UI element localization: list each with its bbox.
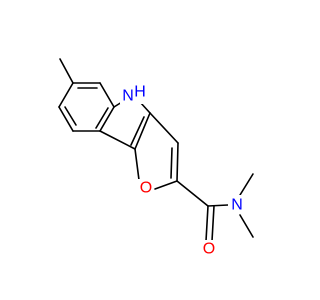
bond-ar3-ar4-inner [95, 107, 109, 129]
furan-oxygen-label: O [140, 180, 152, 197]
amide-nitrogen-label: N [231, 197, 243, 214]
structure-canvas: N H O O N [58, 58, 254, 258]
atom-labels: N H O O N [120, 84, 246, 258]
bond-ofuran-c8b [134, 148, 140, 181]
bond-c3a-c8b-inner [130, 116, 145, 146]
bond-c2-ccarbonyl [176, 180, 209, 207]
carbonyl-oxygen-label: O [203, 241, 215, 258]
bond-c3a-c3 [149, 112, 179, 144]
bond-methyl-aryl [59, 58, 74, 84]
bonds [58, 58, 254, 242]
bond-c8b-ar4 [99, 130, 136, 150]
bond-c3-c2 [176, 142, 179, 182]
bond-namide-methyl-up [239, 173, 254, 196]
furan-oxygen: O [138, 179, 154, 197]
bond-ccarbonyl-namide [207, 204, 229, 207]
amide-nitrogen: N [228, 195, 246, 214]
bond-c2-ofuran [154, 180, 178, 190]
carbonyl-oxygen: O [201, 240, 217, 258]
bond-ar3-ar4 [99, 106, 115, 132]
bond-ccarbonyl-o-double [211, 205, 215, 242]
pyrrole-nitrogen-label: N [122, 88, 134, 105]
bond-ar6-ar1 [58, 82, 74, 108]
bond-ccarbonyl-o [205, 205, 209, 242]
bond-c3-c2-inner [170, 147, 173, 179]
bond-ar5-ar6-inner [64, 106, 77, 126]
bond-c3a-c8b [134, 112, 151, 150]
bond-namide-methyl-down [239, 214, 254, 238]
pyrrole-hydrogen-label: H [134, 84, 146, 101]
bond-ar2-ar3 [99, 82, 115, 108]
bond-ar5-ar6 [58, 106, 74, 132]
molecule-diagram: N H O O N [58, 58, 254, 258]
nh-label: N H [120, 84, 146, 105]
